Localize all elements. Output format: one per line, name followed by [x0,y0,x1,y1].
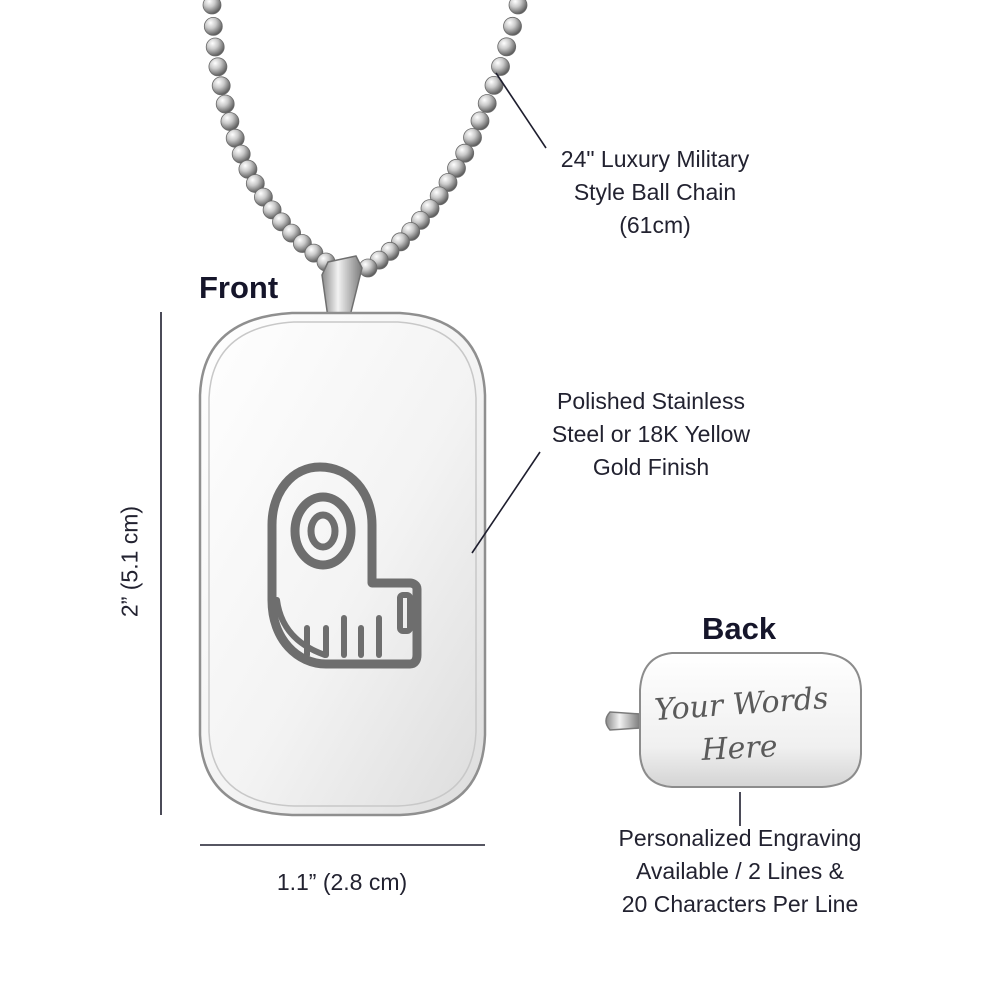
back-heading: Back [702,611,777,646]
chain-label-line: 24" Luxury Military [560,146,750,172]
chain-label: 24" Luxury Military Style Ball Chain (61… [530,143,780,242]
chain-bead [438,173,458,192]
chain-bead [215,94,235,114]
engraving-label-line: 20 Characters Per Line [621,891,859,917]
finish-label-line: Polished Stainless [557,388,745,414]
engraving-label-line: Personalized Engraving [618,825,862,851]
chain-bead [447,158,466,178]
chain-bead [484,76,504,95]
chain-bead [429,186,449,206]
chain-bead [202,0,222,15]
chain-bead [208,57,228,77]
finish-label: Polished Stainless Steel or 18K Yellow G… [526,385,776,484]
chain-bead [491,57,510,76]
chain-bead [477,94,497,113]
back-tag [605,652,862,788]
chain-label-line: Style Ball Chain [573,179,737,205]
chain-bead [225,128,245,148]
chain-bead [497,37,517,57]
front-tag [198,311,487,817]
chain-bead [455,143,475,163]
height-dimension-label: 2” (5.1 cm) [116,505,143,618]
chain-bead [503,16,522,36]
finish-label-line: Steel or 18K Yellow [551,421,751,447]
measuring-tape-icon [267,462,422,669]
chain-bead [203,16,223,36]
chain-bead [205,37,225,57]
chain-label-line: (61cm) [619,212,691,238]
chain-bead [463,128,482,147]
dimension-lines [160,312,485,846]
width-dimension-label: 1.1” (2.8 cm) [276,869,408,895]
finish-label-line: Gold Finish [592,454,710,480]
chain-bead [211,76,231,96]
chain-bead [470,111,490,131]
chain-bead [220,112,240,131]
callout-lines [471,72,741,826]
engraving-label: Personalized Engraving Available / 2 Lin… [585,822,895,921]
front-heading: Front [199,270,279,305]
back-engraving-line2: Here [700,729,779,768]
chain-bead [508,0,528,15]
engraving-label-line: Available / 2 Lines & [636,858,844,884]
ball-chain [202,0,528,278]
